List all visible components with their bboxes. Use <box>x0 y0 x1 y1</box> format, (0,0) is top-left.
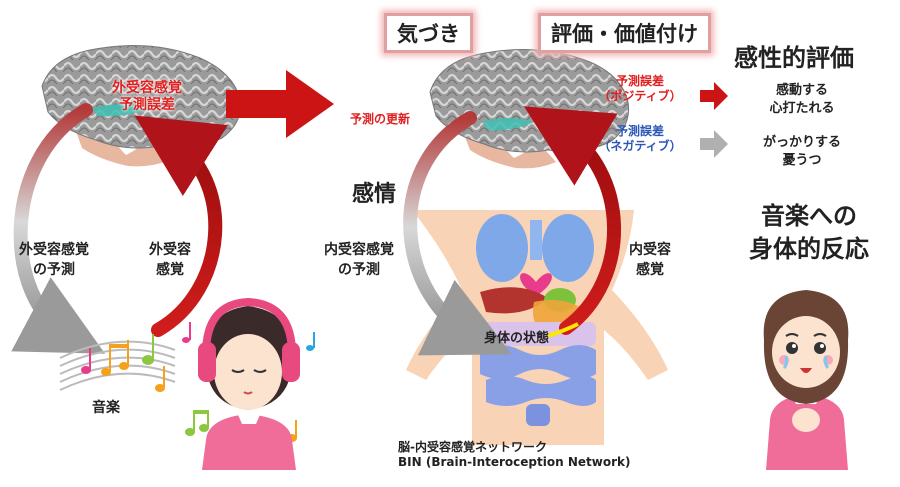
negative-outcome-line1: がっかりする <box>762 135 841 150</box>
awareness-box: 気づき <box>384 13 473 53</box>
prediction-update-label: 予測の更新 <box>350 112 411 126</box>
positive-error-label: 予測誤差 （ポジティブ） <box>590 74 690 104</box>
music-label: 音楽 <box>92 400 120 416</box>
network-caption: 脳-内受容感覚ネットワーク BIN (Brain-Interoception N… <box>398 440 630 470</box>
interoceptive-prediction-label: 内受容感覚 の予測 <box>304 240 414 280</box>
interoceptive-sense-label: 内受容 感覚 <box>620 240 680 280</box>
exteroceptive-prediction-line1: 外受容感覚 <box>19 242 89 258</box>
bodily-reaction-title: 音楽への 身体的反応 <box>724 200 894 266</box>
exteroceptive-error-line1: 外受容感覚 <box>112 80 182 96</box>
interoceptive-prediction-line2: の予測 <box>338 262 380 278</box>
body-state-label: 身体の状態 <box>484 331 550 346</box>
negative-outcome-label: がっかりする 憂うつ <box>742 134 862 170</box>
interoceptive-prediction-line1: 内受容感覚 <box>324 242 394 258</box>
moved-girl-illustration <box>763 290 849 470</box>
positive-outcome-line1: 感動する <box>775 83 828 98</box>
evaluation-box: 評価・価値付け <box>538 13 711 53</box>
forward-arrow <box>226 70 334 138</box>
body-state-spark <box>547 322 579 338</box>
interoceptive-sense-line2: 感覚 <box>636 262 664 278</box>
exteroceptive-sense-line2: 感覚 <box>156 262 184 278</box>
exteroceptive-prediction-label: 外受容感覚 の予測 <box>6 240 102 280</box>
positive-outcome-line2: 心打たれる <box>769 101 835 116</box>
center-loop-up-arrow <box>524 106 621 335</box>
positive-error-line1: 予測誤差 <box>615 74 664 88</box>
bodily-reaction-line1: 音楽への <box>761 202 857 230</box>
exteroceptive-sense-line1: 外受容 <box>149 242 191 258</box>
center-loop-down-arrow <box>403 111 512 356</box>
left-loop-up-arrow <box>134 115 228 337</box>
aesthetic-evaluation-title: 感性的評価 <box>734 44 854 72</box>
positive-arrow <box>700 82 728 110</box>
network-caption-line2: BIN (Brain-Interoception Network) <box>398 455 631 469</box>
music-notes-icon <box>59 322 315 442</box>
positive-error-line2: （ポジティブ） <box>598 89 682 103</box>
interoceptive-sense-line1: 内受容 <box>629 242 671 258</box>
bodily-reaction-line2: 身体的反応 <box>749 235 869 263</box>
exteroceptive-sense-label: 外受容 感覚 <box>140 240 200 280</box>
exteroceptive-error-line2: 予測誤差 <box>119 97 175 113</box>
listening-girl-illustration <box>198 297 300 470</box>
negative-error-label: 予測誤差 （ネガティブ） <box>590 124 690 154</box>
positive-outcome-label: 感動する 心打たれる <box>742 82 862 118</box>
negative-error-line1: 予測誤差 <box>615 124 664 138</box>
exteroceptive-error-label: 外受容感覚 予測誤差 <box>112 80 182 114</box>
network-caption-line1: 脳-内受容感覚ネットワーク <box>398 440 547 454</box>
left-loop-down-arrow <box>11 103 106 354</box>
emotion-label: 感情 <box>352 182 397 207</box>
exteroceptive-prediction-line2: の予測 <box>33 262 75 278</box>
negative-error-line2: （ネガティブ） <box>598 139 682 153</box>
negative-outcome-line2: 憂うつ <box>782 153 822 168</box>
negative-arrow <box>700 130 728 158</box>
